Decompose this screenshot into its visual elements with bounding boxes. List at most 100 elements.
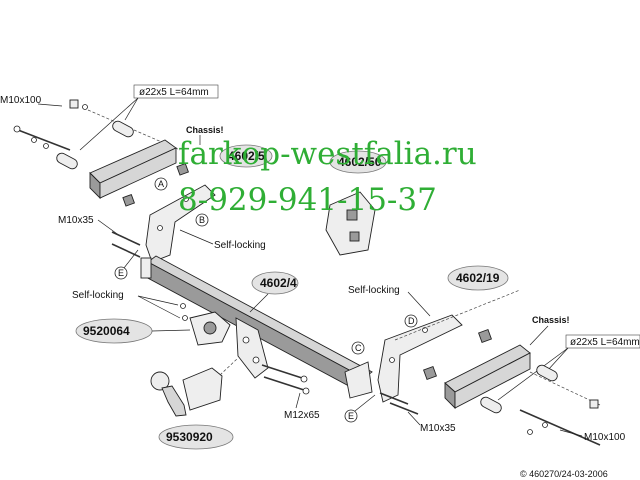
leader-line (79, 97, 139, 151)
part-oval (251, 271, 299, 295)
chassis-right-note: Chassis! (532, 315, 570, 325)
marker-c-label: C (355, 343, 362, 353)
marker-e-right-label: E (348, 411, 354, 421)
socket-plate-hole (203, 321, 217, 335)
marker-e-left (114, 266, 128, 280)
washer (82, 104, 88, 110)
square-plate (478, 329, 492, 343)
leader-line (407, 411, 421, 426)
spacer-hole (346, 209, 358, 221)
leader-line (123, 249, 139, 269)
crossbar-end-left (140, 257, 152, 279)
marker-a (154, 177, 168, 191)
bolt-m12x65 (263, 376, 305, 391)
right-mounting-hardware: Chassis! ø22x5 L=64mm M10x100 (444, 315, 640, 446)
assembly-axis (219, 357, 239, 376)
chassis-rail-left-face (99, 147, 177, 199)
leader-line (124, 97, 139, 121)
marker-e-right (344, 409, 358, 423)
part-oval (329, 150, 387, 174)
nut (300, 375, 308, 383)
part-number-4602-19: 4602/19 (456, 271, 500, 285)
tow-plate (235, 317, 269, 379)
washer (527, 429, 533, 435)
socket-and-ball: Self-locking 9520064 9530920 (72, 290, 239, 450)
part-number-4602-4: 4602/4 (260, 276, 297, 290)
marker-d-label: D (408, 316, 415, 326)
bolt-head (13, 125, 21, 133)
bolt-m10x35-left (111, 231, 141, 246)
part-oval (447, 265, 509, 291)
bolt-m10x100-right-label: M10x100 (584, 432, 626, 443)
watermark-site: farkop-westfalia.ru (178, 136, 477, 172)
square-plate (423, 366, 437, 380)
marker-e-left-label: E (118, 268, 124, 278)
washer (31, 137, 37, 143)
pipe-right-label: ø22x5 L=64mm (570, 337, 640, 348)
leader-line (295, 392, 301, 409)
center-bolts: M12x65 (261, 364, 320, 421)
bolt-m10x100-left-label: M10x100 (0, 95, 42, 106)
assembly-axis (529, 371, 601, 406)
spacer-pipe (480, 396, 502, 414)
leader-line (354, 394, 376, 412)
leader-line (547, 347, 569, 371)
bolt-m10x35-right (379, 392, 409, 405)
spacer-block (325, 191, 376, 256)
nut (302, 387, 310, 395)
watermark-phone: 8-929-941-15-37 (178, 182, 437, 218)
bolt-m12x65 (261, 364, 303, 379)
nut (69, 99, 79, 109)
self-locking-label-3: Self-locking (348, 285, 400, 296)
label-box (565, 334, 640, 349)
leader-line (529, 325, 549, 346)
part-number-9520064: 9520064 (83, 324, 130, 338)
marker-a-label: A (158, 179, 164, 189)
leader-line (37, 103, 63, 107)
side-bracket-right (377, 314, 463, 403)
assembly-axis (87, 109, 181, 151)
tow-plate-hole (242, 336, 250, 344)
part-number-4602-5: 4602/5 (228, 149, 265, 163)
right-bracket-assembly: Self-locking D C E M10x35 (344, 285, 521, 434)
square-plate (122, 193, 135, 207)
leader-line (249, 293, 269, 313)
crossbar-assembly (140, 255, 373, 399)
leader-line (137, 295, 179, 306)
tow-ball (150, 371, 170, 391)
part-number-9530920: 9530920 (166, 430, 213, 444)
tow-plate-hole (252, 356, 260, 364)
part-oval (219, 144, 273, 168)
marker-b-label: B (199, 215, 205, 225)
pipe-left-label: ø22x5 L=64mm (139, 87, 209, 98)
copyright-note: © 460270/24-03-2006 (520, 469, 608, 479)
marker-b (195, 213, 209, 227)
bracket-hole (389, 357, 395, 363)
washer (180, 303, 186, 309)
washer (43, 143, 49, 149)
spacer-pipe (56, 152, 78, 170)
leader-line (137, 295, 181, 319)
washer (542, 422, 548, 428)
marker-c (351, 341, 365, 355)
chassis-rail-right-face (454, 352, 531, 409)
marker-d (404, 314, 418, 328)
left-mounting-hardware: M10x100 ø22x5 L=64mm Chassis! (0, 84, 224, 207)
spacer-pipe (112, 120, 134, 138)
bolt-m10x35-right (389, 402, 419, 415)
leader-line (497, 347, 569, 401)
part-number-4602-50: 4602/50 (338, 155, 382, 169)
long-bolt-left (17, 129, 71, 151)
leader-line (179, 229, 214, 245)
spacer-pipe (536, 364, 558, 382)
assembly-axis (394, 289, 521, 341)
leader-line (407, 291, 431, 317)
leader-line (151, 329, 191, 332)
washer (182, 315, 188, 321)
leader-line (559, 429, 583, 437)
long-bolt-right (519, 409, 601, 446)
left-bracket-assembly: A B M10x35 Self-locking E (58, 177, 266, 280)
spacer-hole (349, 231, 360, 242)
bolt-m10x35-left (111, 243, 141, 258)
